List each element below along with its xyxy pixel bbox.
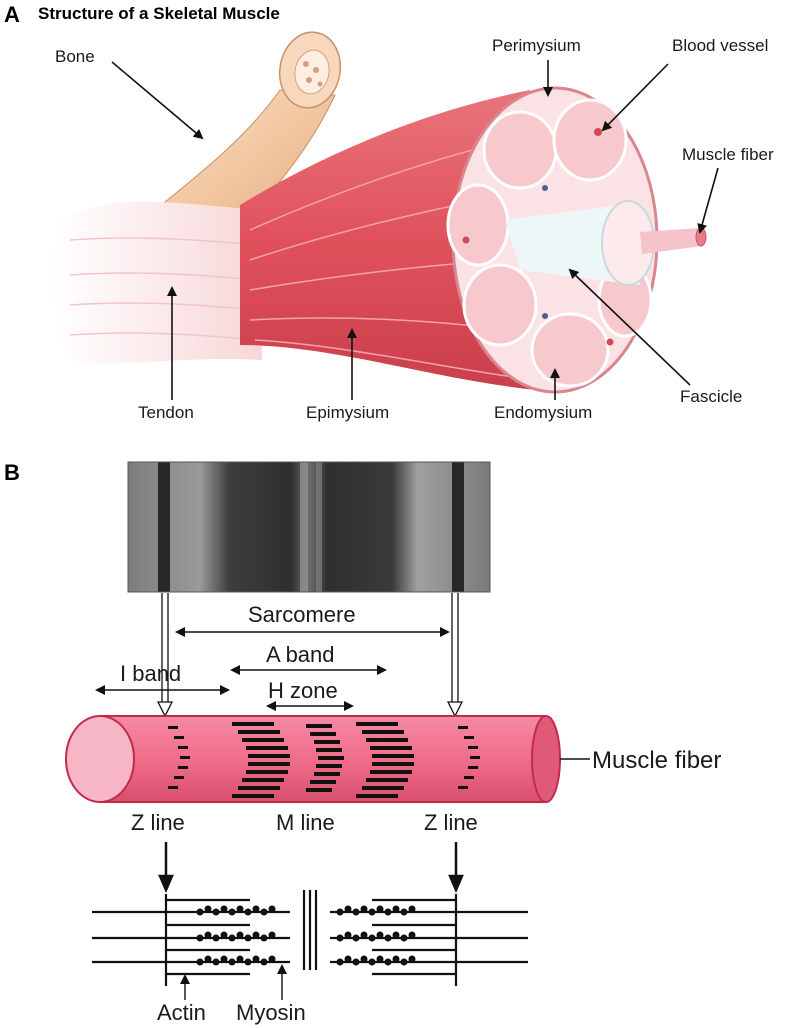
label-i-band: I band <box>120 661 181 686</box>
single-muscle-fiber <box>640 227 707 254</box>
panel-a-title: Structure of a Skeletal Muscle <box>38 4 280 23</box>
tendon-illustration <box>52 201 262 364</box>
m-line-striation <box>306 724 344 792</box>
label-h-zone: H zone <box>268 678 338 703</box>
filament-diagram <box>92 890 528 986</box>
fascicle-leader <box>568 268 691 386</box>
label-blood-vessel: Blood vessel <box>672 36 768 55</box>
label-sarcomere: Sarcomere <box>248 602 356 627</box>
label-z-line-left: Z line <box>131 810 185 835</box>
label-endomysium: Endomysium <box>494 403 592 422</box>
label-m-line: M line <box>276 810 335 835</box>
myosin-heads <box>196 905 416 966</box>
muscle-cross-section <box>446 86 659 394</box>
bone-leader <box>111 61 204 140</box>
filament-leaders <box>180 964 287 1000</box>
label-z-line-right: Z line <box>424 810 478 835</box>
a-band-striation-right <box>356 722 414 798</box>
label-bone: Bone <box>55 47 95 66</box>
label-a-band: A band <box>266 642 335 667</box>
panel-b-letter: B <box>4 460 20 485</box>
z-line-striation-right <box>458 726 480 789</box>
panel-a-letter: A <box>4 2 20 27</box>
label-muscle-fiber-b: Muscle fiber <box>592 747 721 774</box>
label-epimysium: Epimysium <box>306 403 389 422</box>
label-tendon: Tendon <box>138 403 194 422</box>
label-muscle-fiber-a: Muscle fiber <box>682 145 774 164</box>
fiber-striations <box>168 722 480 798</box>
label-perimysium: Perimysium <box>492 36 581 55</box>
sarcomere-micrograph <box>127 461 491 593</box>
z-line-striation-left <box>168 726 190 789</box>
a-band-striation-left <box>232 722 290 798</box>
panel-b-dimension-arrows <box>95 627 450 711</box>
muscle-fiber-leader <box>697 167 719 234</box>
blood-vessel-leader <box>601 63 669 132</box>
label-fascicle: Fascicle <box>680 387 742 406</box>
panel-a-leaders <box>111 60 719 400</box>
z-line-down-arrows <box>158 842 464 894</box>
label-actin: Actin <box>157 1000 206 1025</box>
z-line-pointer-arrows <box>156 593 464 718</box>
label-myosin: Myosin <box>236 1000 306 1025</box>
